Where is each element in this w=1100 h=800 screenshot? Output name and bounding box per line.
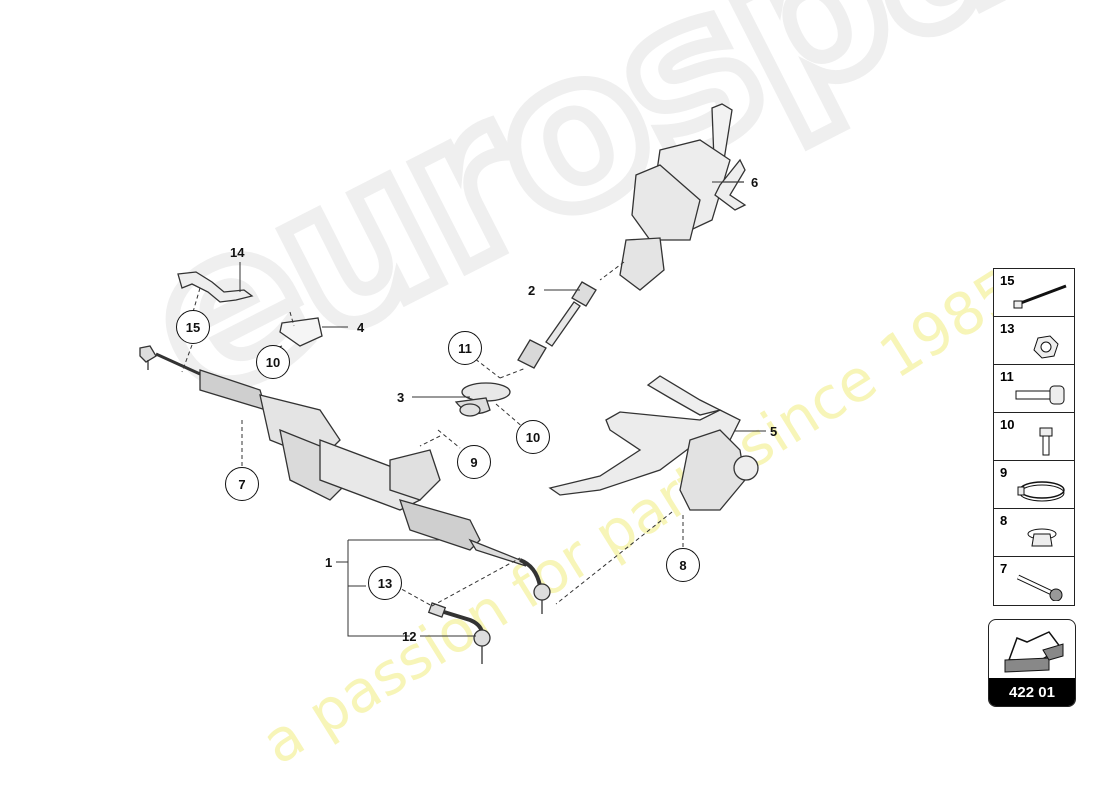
legend-number: 15 [1000,273,1015,288]
legend-item: 15 [994,269,1074,317]
bracket-illustration [177,271,254,303]
callout-6: 6 [751,175,759,190]
cable-tie-icon [1013,284,1067,309]
hardware-legend: 15 13 11 10 9 8 7 [993,268,1075,606]
steering-rack-illustration [139,345,551,614]
page-code: 422 01 [989,678,1075,706]
gasket-illustration [279,317,323,347]
hex-nut-icon [1033,335,1059,359]
steering-column-illustration [619,103,747,291]
legend-number: 9 [1000,465,1008,480]
callout-1: 1 [325,555,333,570]
ref-circle-11[interactable]: 11 [448,331,482,365]
control-arm-assembly-illustration [548,375,759,511]
hex-bolt-icon [1039,427,1053,456]
legend-number: 13 [1000,321,1015,336]
legend-item: 8 [994,509,1074,557]
socket-bolt-icon [1015,385,1065,405]
legend-item: 9 [994,461,1074,509]
direction-arrow-icon [1004,631,1064,673]
legend-item: 11 [994,365,1074,413]
legend-item: 7 [994,557,1074,605]
callout-14: 14 [230,245,245,260]
legend-number: 7 [1000,561,1008,576]
ref-circle-8[interactable]: 8 [666,548,700,582]
hose-clamp-icon [1017,481,1065,502]
legend-item: 10 [994,413,1074,461]
callout-2: 2 [528,283,536,298]
ref-circle-10[interactable]: 10 [256,345,290,379]
callout-5: 5 [770,424,778,439]
ref-circle-10[interactable]: 10 [516,420,550,454]
legend-item: 13 [994,317,1074,365]
callout-3: 3 [397,390,405,405]
boot-seal-illustration [454,382,511,417]
legend-number: 11 [1000,369,1014,384]
flange-nut-icon [1027,528,1057,547]
page-code-badge: 422 01 [988,619,1076,707]
intermediate-shaft-illustration [517,281,597,369]
ref-circle-15[interactable]: 15 [176,310,210,344]
legend-number: 8 [1000,513,1008,528]
tie-rod-end-illustration [427,602,491,664]
long-bolt-icon [1016,574,1063,601]
ref-circle-9[interactable]: 9 [457,445,491,479]
ref-circle-13[interactable]: 13 [368,566,402,600]
callout-12: 12 [402,629,417,644]
ref-circle-7[interactable]: 7 [225,467,259,501]
legend-number: 10 [1000,417,1015,432]
callout-4: 4 [357,320,365,335]
